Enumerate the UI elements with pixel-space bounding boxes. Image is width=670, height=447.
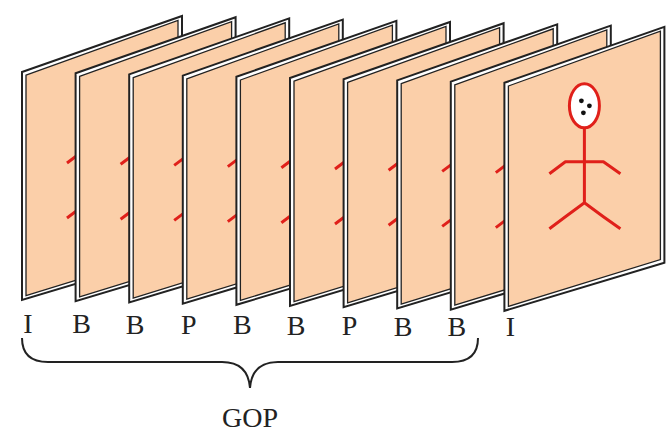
frame-surface	[508, 31, 660, 306]
frame-type-label: P	[342, 312, 358, 340]
frame-type-label: B	[394, 313, 413, 341]
gop-brace	[22, 338, 478, 388]
gop-label: GOP	[222, 404, 278, 432]
frame-type-label: B	[447, 313, 466, 341]
frame-type-label: I	[506, 313, 515, 341]
video-frame	[504, 27, 664, 311]
video-frames	[22, 16, 664, 311]
frame-type-label: B	[287, 312, 306, 340]
frame-type-label: I	[23, 310, 32, 338]
frame-border	[504, 27, 664, 311]
frame-type-label: P	[181, 311, 197, 339]
frame-type-label: B	[233, 311, 252, 339]
frame-type-label: B	[126, 311, 145, 339]
frame-type-label: B	[72, 310, 91, 338]
stick-figure	[549, 84, 620, 229]
